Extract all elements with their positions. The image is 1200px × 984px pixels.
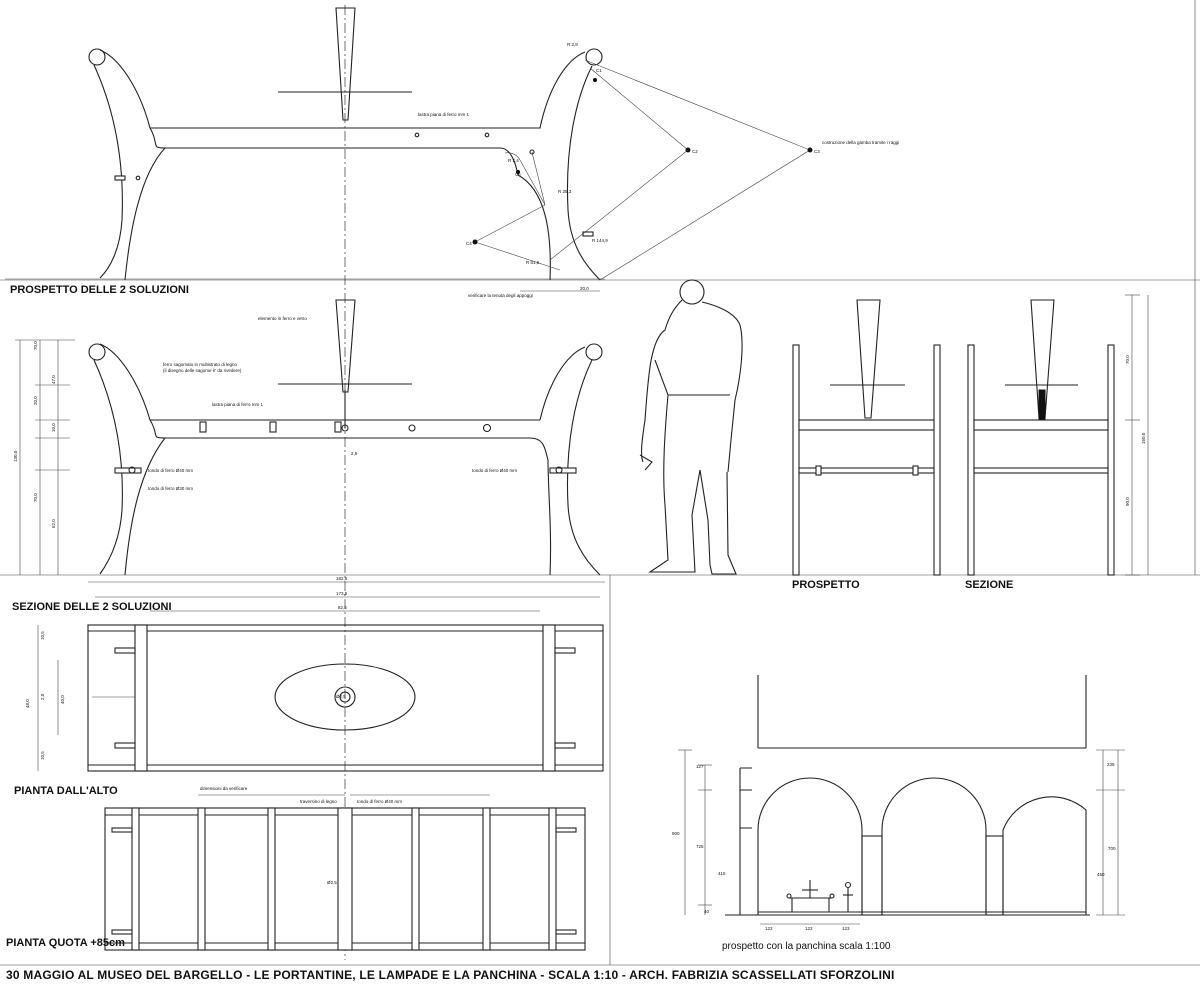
- note-traversino: traversino di legno: [300, 799, 337, 804]
- note-tondo-right: tondo di ferro Ø40 mm: [472, 468, 517, 473]
- dim-right-3: 90,0: [1125, 497, 1130, 506]
- sezione-bench: [15, 299, 605, 612]
- pianta-dall-alto: [37, 624, 604, 772]
- title-prospetto-2-soluzioni: PROSPETTO DELLE 2 SOLUZIONI: [10, 284, 189, 296]
- sheet-footer-title: 30 MAGGIO AL MUSEO DEL BARGELLO - LE POR…: [6, 968, 895, 982]
- elev-dim-5: 40: [704, 909, 710, 914]
- title-sezione-2-soluzioni: SEZIONE DELLE 2 SOLUZIONI: [12, 601, 172, 613]
- note-lastra-top: lastra piana di ferro mm 1: [418, 112, 470, 117]
- title-sezione: SEZIONE: [965, 579, 1013, 591]
- title-pianta-alto: PIANTA DALL'ALTO: [14, 785, 118, 797]
- radius-r2: R 2,4: [508, 158, 519, 163]
- elev-dim-3: 725: [696, 844, 704, 849]
- dim-plan-3: 40,0: [60, 695, 65, 704]
- center-c5: C5: [515, 172, 521, 177]
- pianta-quota-85: [104, 794, 586, 951]
- radius-r3: R 25,3: [558, 189, 572, 194]
- note-lastra-mid: lastra piana di ferro mm 1: [212, 402, 264, 407]
- center-c1: C1: [596, 68, 602, 73]
- elev-dim-2: 900: [672, 831, 680, 836]
- note-tondo-plan: tondo di ferro Ø40 mm: [357, 799, 402, 804]
- elev-base-dim: 20,0: [580, 286, 589, 291]
- center-c4: C4: [466, 241, 472, 246]
- dim-left-6: 62,0: [51, 519, 56, 528]
- dim-left-3: 20,0: [33, 396, 38, 405]
- dim-left-1: 70,0: [33, 341, 38, 350]
- dim-horiz-1: 182,5: [336, 576, 348, 581]
- note-dimensioni: dimensioni da verificare: [200, 786, 248, 791]
- note-tondo-left-b: tondo di ferro Ø30 mm: [148, 486, 193, 491]
- elev-width-2: 123: [805, 926, 813, 931]
- elev-dim-1: 127: [696, 764, 704, 769]
- dim-left-5: 70,0: [33, 493, 38, 502]
- radius-r5: R 61,6: [526, 260, 540, 265]
- center-c2: C2: [692, 149, 698, 154]
- title-prospetto-panchina: prospetto con la panchina scala 1:100: [722, 941, 891, 952]
- radius-r4: R 144,9: [592, 238, 608, 243]
- dim-plan-1: 10,5: [40, 631, 45, 640]
- radius-r1: R 2,8: [567, 42, 578, 47]
- dim-left-total: 130,0: [13, 450, 18, 462]
- dim-right-2: 160,0: [1141, 432, 1146, 444]
- elev-dim-7: 700: [1108, 846, 1116, 851]
- note-costruzione: costruzione della gamba tramite i raggi: [822, 140, 899, 145]
- arcade-elevation: [678, 675, 1125, 925]
- dim-plan-pivot: Ø2,5: [336, 694, 346, 699]
- elev-width-1: 123: [765, 926, 773, 931]
- dim-plan-4: 10,5: [40, 751, 45, 760]
- note-elemento: elemento in ferro e vetro: [258, 316, 307, 321]
- note-tondo-left-a: tondo di ferro Ø40 mm: [148, 468, 193, 473]
- center-c3: C3: [814, 149, 820, 154]
- dim-horiz-2: 173,5: [336, 591, 348, 596]
- dim-pivot: 2,5: [351, 451, 358, 456]
- dim-horiz-3: 82,5: [338, 605, 347, 610]
- elev-dim-8: 450: [1097, 872, 1105, 877]
- dim-plan-2: 48,0: [25, 699, 30, 708]
- title-prospetto: PROSPETTO: [792, 579, 860, 591]
- prospetto-elevation: [792, 299, 941, 576]
- note-verificare: verificare la tenuta degli appoggi: [468, 293, 533, 298]
- dim-left-4: 10,0: [51, 423, 56, 432]
- human-figure: [639, 279, 743, 575]
- note-ferro-sagomato: ferro sagomato in multistrato di legno: [163, 362, 238, 367]
- prospetto-bench-top: [5, 7, 813, 292]
- elev-width-3: 123: [842, 926, 850, 931]
- dim-left-2: 47,0: [51, 375, 56, 384]
- note-disegno-sagome: (il disegno delle sagome è' da rivedere): [163, 368, 242, 373]
- dim-plan-5: 2,0: [40, 693, 45, 700]
- sezione-elevation: [967, 294, 1149, 576]
- dim-low-pivot: Ø2,5: [327, 880, 337, 885]
- title-pianta-quota: PIANTA QUOTA +85cm: [6, 937, 125, 949]
- dim-right-1: 70,0: [1125, 355, 1130, 364]
- elev-dim-6: 235: [1107, 762, 1115, 767]
- elev-dim-4: 415: [718, 871, 726, 876]
